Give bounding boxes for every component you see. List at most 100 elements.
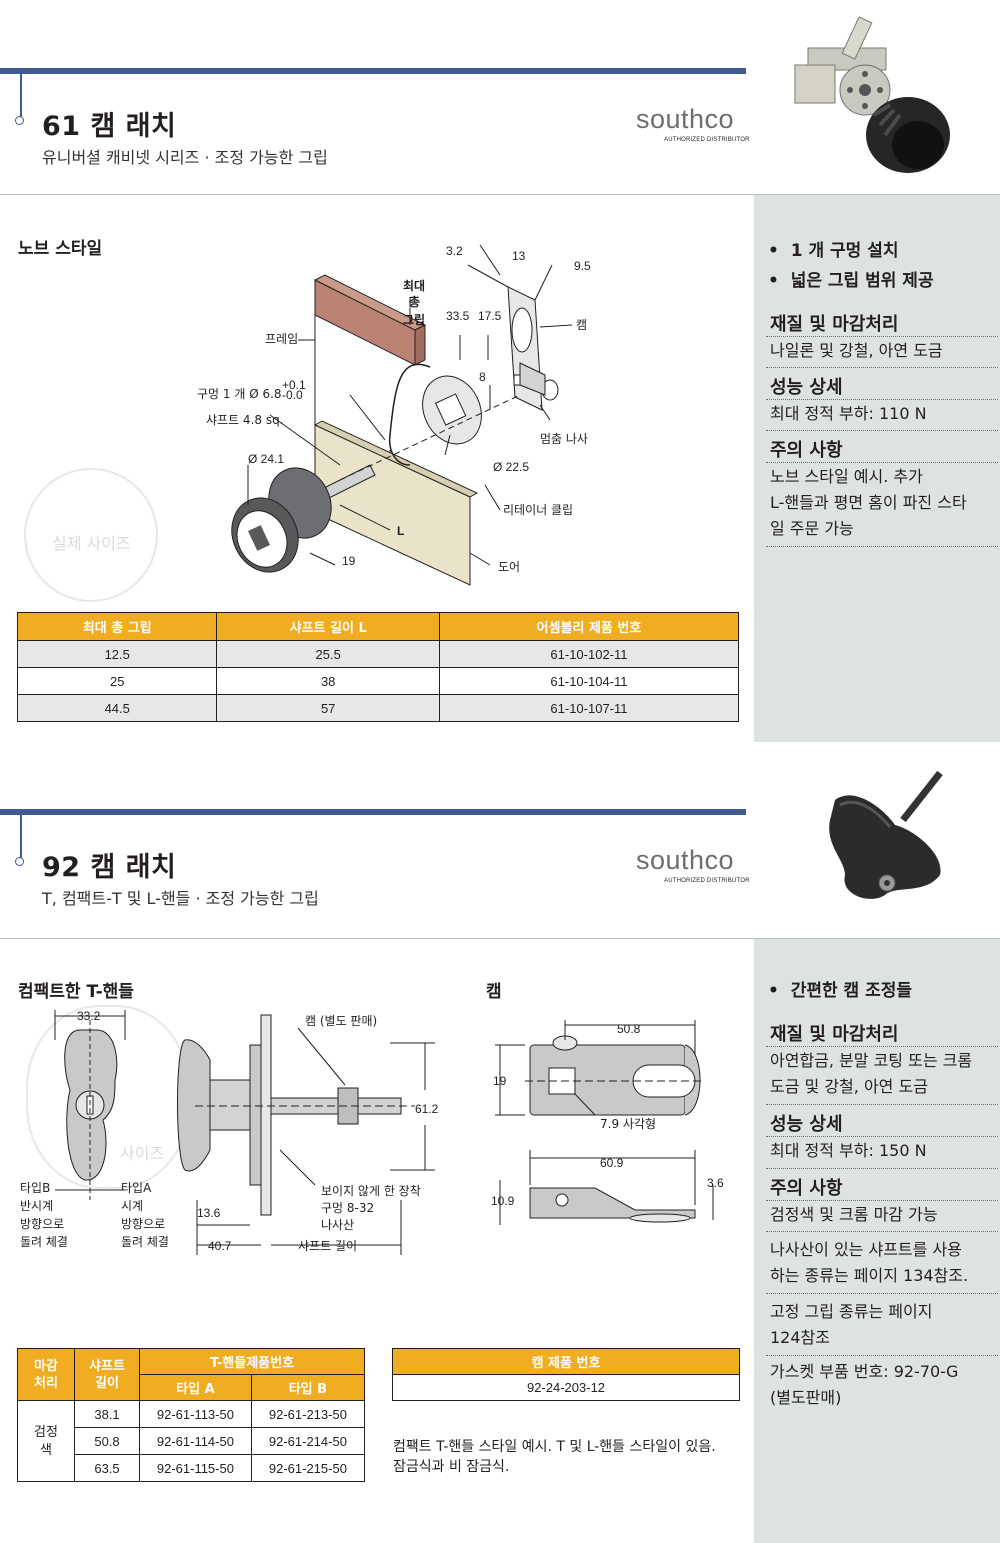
cell: 92-61-215-50 [250,1454,366,1482]
southco-logo: southco [636,104,735,134]
label-typeB-3: 방향으로 [20,1217,64,1231]
col-shaft-length: 샤프트 길이 [74,1348,140,1401]
label-cam-sold-separately: 캠 (별도 판매) [305,1014,377,1028]
label-d95: 9.5 [574,259,591,273]
label-typeB-2: 반시계 [20,1199,53,1213]
label-L: L [397,524,404,538]
label-hidden-mount-3: 나사산 [321,1218,354,1232]
section-divider [0,194,1000,195]
label-d225: Ø 22.5 [493,460,529,474]
label-hidden-mount-1: 보이지 않게 한 장착 [321,1184,421,1198]
label-max-grip-2: 총 [409,294,420,309]
notes-text: 노브 스타일 예시. 추가 L-핸들과 평면 홈이 파진 스타 일 주문 가능 [770,467,967,538]
divider [766,1104,998,1105]
col-shaft-length: 샤프트 길이 L [216,612,440,641]
label-typeA-2: 시계 [121,1199,143,1213]
divider [766,1355,998,1356]
cell: 50.8 [74,1427,140,1455]
label-stop-screw: 멈춤 나사 [540,432,588,446]
cell: 61-10-107-11 [438,694,740,722]
notes-text-3: 고정 그립 종류는 페이지 124참조 [770,1302,933,1347]
label-d36: 3.6 [707,1176,724,1190]
label-max-grip-3: 그립 [403,313,425,327]
divider [766,430,998,431]
performance-heading: 성능 상세 [770,377,843,398]
divider [766,1231,998,1232]
cell: 44.5 [16,694,218,722]
divider [766,1046,998,1047]
label-d175: 17.5 [478,309,502,323]
cell: 63.5 [74,1454,140,1482]
notes-heading: 주의 사항 [770,1178,843,1199]
label-d609: 60.9 [600,1156,624,1170]
label-d335: 33.5 [446,309,470,323]
label-d136: 13.6 [197,1206,221,1220]
label-hole: 구멍 1 개 Ø 6.8 [197,387,282,401]
header-accent-line [20,815,22,859]
material-text: 나일론 및 강철, 아연 도금 [770,341,943,360]
notes-text-4: 가스켓 부품 번호: 92-70-G (별도판매) [770,1362,959,1407]
cam-note: 컴팩트 T-핸들 스타일 예시. T 및 L-핸들 스타일이 있음. 잠금식과 … [393,1439,716,1475]
col-cam-part-number: 캠 제품 번호 [392,1348,740,1375]
label-shaft: 샤프트 4.8 sq. [206,413,284,427]
divider [766,1136,998,1137]
header-accent-dot [15,116,24,125]
label-d13: 13 [512,249,526,263]
label-retainer-clip: 리테이너 클립 [503,503,573,517]
cell: 92-61-114-50 [139,1427,252,1455]
col-max-grip: 최대 총 그립 [16,612,218,641]
cell: 92-61-214-50 [250,1427,366,1455]
actual-size-watermark: 사이즈 [120,1144,165,1163]
col-type-b: 타입 B [250,1374,366,1401]
divider [766,1200,998,1201]
table-row: 44.5 57 61-10-107-11 [16,694,740,722]
label-d612: 61.2 [415,1102,439,1116]
logo-subtitle: AUTHORIZED DISTRIBUTOR [664,878,750,884]
product-image-t-handle [829,770,943,899]
header-bar [0,809,746,815]
col-group-t-handle-part: T-핸들제품번호 [139,1348,365,1375]
label-hidden-mount-2: 구멍 8-32 [321,1201,374,1215]
label-max-grip-1: 최대 [403,278,425,293]
divider [766,367,998,368]
col-part-number: 어셈블리 제품 번호 [438,612,740,641]
label-d79-square: 7.9 사각형 [600,1117,656,1131]
label-frame: 프레임 [265,332,298,346]
label-d508: 50.8 [617,1022,641,1036]
page-title: 61 캠 래치 [42,111,177,142]
performance-text: 최대 정적 부하: 110 N [770,404,927,423]
spec-sidebar [754,195,1000,742]
label-d32: 3.2 [446,244,463,258]
header-accent-dot [15,857,24,866]
cell: 61-10-104-11 [438,667,740,695]
divider [766,399,998,400]
col-finish: 마감처리 [17,1348,75,1401]
cell: 25.5 [216,640,440,668]
notes-text-2: 나사산이 있는 샤프트를 사용 하는 종류는 페이지 134참조. [770,1240,969,1285]
label-typeA-4: 돌려 체결 [121,1235,169,1249]
page-subtitle: 유니버셜 캐비넷 시리즈 · 조정 가능한 그립 [42,148,328,167]
knob-style-label: 노브 스타일 [18,239,103,259]
notes-heading: 주의 사항 [770,440,843,461]
cell-finish: 검정색 [17,1400,75,1482]
page-subtitle: T, 컴팩트-T 및 L-핸들 · 조정 가능한 그립 [42,889,319,908]
label-d19: 19 [342,554,356,568]
divider [766,1168,998,1169]
material-heading: 재질 및 마감처리 [770,314,899,335]
header-accent-line [20,74,22,118]
section-divider [0,938,1000,939]
cell: 25 [16,667,218,695]
actual-size-watermark: 실제 사이즈 [52,534,131,553]
notes-text-1: 검정색 및 크롬 마감 가능 [770,1205,938,1224]
page-title: 92 캠 래치 [42,852,177,883]
label-tol-minus: -0.0 [282,388,303,402]
label-typeA-1: 타입A [121,1181,152,1195]
table-row: 25 38 61-10-104-11 [16,667,740,695]
table-row: 63.5 92-61-115-50 92-61-215-50 [18,1454,366,1482]
product-image-knob-latch [794,16,950,173]
feature-bullet: • 1 개 구멍 설치 [768,241,899,261]
cell: 92-61-113-50 [139,1400,252,1428]
label-door: 도어 [498,560,520,574]
performance-text: 최대 정적 부하: 150 N [770,1141,927,1160]
knob-style-spec-table: 최대 총 그립 샤프트 길이 L 어셈블리 제품 번호 12.5 25.5 61… [16,612,740,722]
